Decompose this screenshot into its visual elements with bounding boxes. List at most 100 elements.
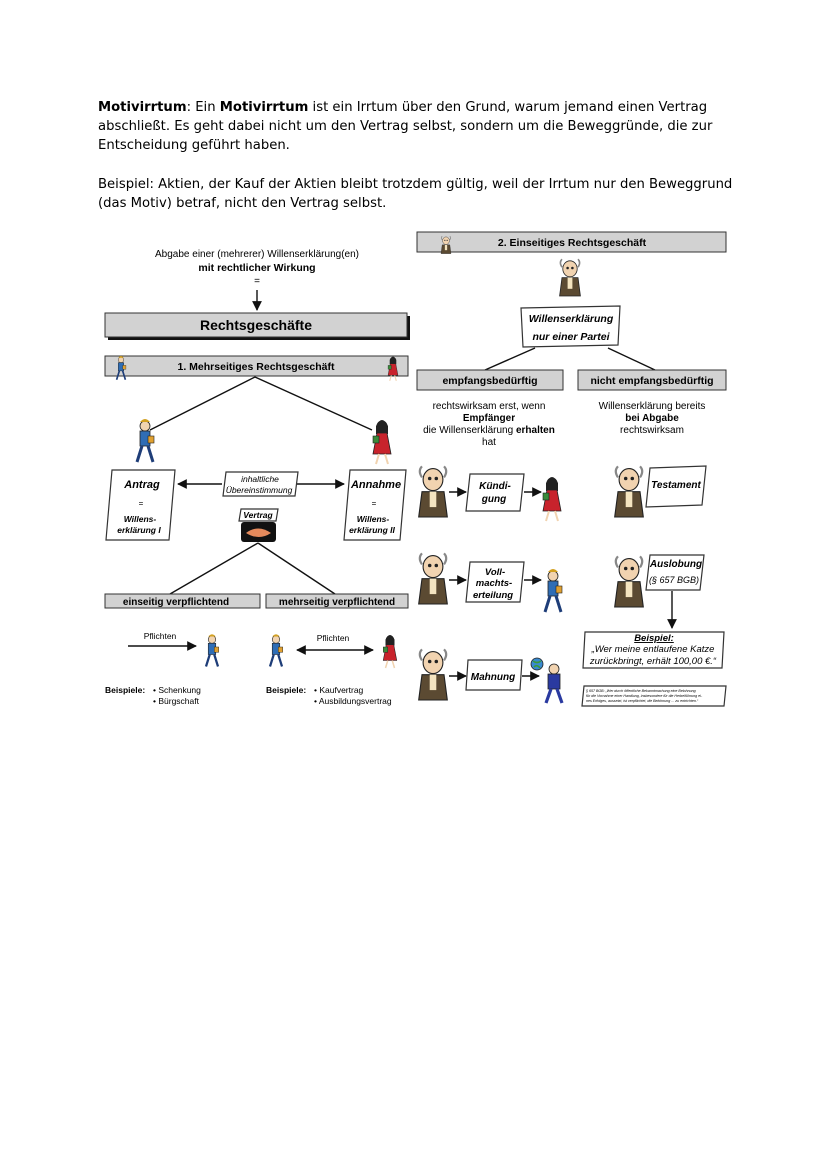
woman-icon [382,634,398,669]
motivirrtum-term: Motivirrtum [98,100,187,115]
beispiel-item: • Kaufvertrag [314,685,364,695]
empf-description: rechtswirksam erst, wenn [433,401,546,412]
nicht-description: rechtswirksam [620,425,684,436]
vollmacht-line-2: machts- [476,578,512,589]
empfangsbeduerftig-label: empfangsbedürftig [442,375,537,387]
man-icon [417,648,449,702]
mehrseitig-section-bar [104,355,409,377]
antrag-line-1: Willens- [124,514,157,524]
businessman-icon [544,663,564,704]
testament-box [645,465,707,508]
walker-icon [135,417,156,464]
auslobung-title: Auslobung [649,559,702,570]
annahme-title: Annahme [350,479,401,491]
beispiel-box [582,631,725,669]
vollmacht-line-3: erteilung [473,590,513,601]
nicht-empfangsbeduerftig-bar [577,369,727,391]
abgabe-text: Abgabe einer (mehrerer) Willenserklärung… [155,249,359,260]
bgb-box [581,685,727,707]
auslobung-box [645,554,705,591]
antrag-title: Antrag [123,479,160,491]
einseitig-label: einseitig verpflichtend [123,597,229,608]
mehrseitig-bar [265,593,409,609]
uebereinstimmung-line-2: Übereinstimmung [226,485,293,495]
uebereinstimmung-box [222,471,299,497]
beispiel-line-2: zurückbringt, erhält 100,00 €.“ [589,656,717,667]
woman-icon [542,476,562,522]
intro-text: : Ein [186,100,220,115]
mehrseitig-label: mehrseitig verpflichtend [279,597,395,608]
kuendigung-line-2: gung [481,494,506,505]
empf-description: die Willenserklärung erhalten [423,425,555,436]
einseitig-section-title: 2. Einseitiges Rechtsgeschäft [498,237,647,249]
woman-icon [372,419,392,465]
nicht-description-bold: bei Abgabe [625,413,679,424]
connector [484,347,536,371]
walker-icon [204,633,220,668]
annahme-line-1: Willens- [357,514,390,524]
antrag-line-2: erklärung I [117,525,161,535]
vollmacht-line-1: Voll- [485,567,505,578]
empfangsbeduerftig-bar [416,369,564,391]
man-icon [417,465,449,519]
beispiel-item: • Bürgschaft [153,696,200,706]
uebereinstimmung-line-1: inhaltliche [241,474,279,484]
bgb-line-1: § 657 BGB: „Wer durch öffentliche Bekann… [585,689,696,693]
willenserklaerung-box [520,305,621,348]
vertrag-label: Vertrag [243,510,273,520]
antrag-equals: = [139,499,144,508]
einseitig-bar [104,593,261,609]
einseitig-section-bar [416,231,727,253]
kuendigung-box [465,473,525,512]
man-icon [613,555,645,609]
equals-sign: = [254,276,260,287]
man-icon [558,258,582,297]
auslobung-paragraph: (§ 657 BGB) [649,575,699,585]
walker-icon [543,567,564,614]
beispiele-label: Beispiele: [266,685,306,695]
globe-icon [530,657,544,671]
man-icon [417,552,449,606]
bgb-line-3: nes Erfolges, aussetzt, ist verpflichtet… [586,699,699,703]
rechtsgeschaefte-bar [104,312,408,338]
nicht-description: Willenserklärung bereits [599,401,706,412]
nicht-empfangsbeduerftig-label: nicht empfangsbedürftig [590,375,713,387]
annahme-line-2: erklärung II [349,525,395,535]
vollmacht-box [465,561,525,603]
willenserklaerung-line-1: Willenserklärung [529,313,614,325]
annahme-box [343,469,407,541]
rechtsgeschaefte-title: Rechtsgeschäfte [200,317,312,333]
beispiel-line-1: „Wer meine entlaufene Katze [591,644,715,655]
connector [254,376,373,431]
abgabe-bold-text: mit rechtlicher Wirkung [198,262,315,274]
connector [607,347,656,371]
vertrag-label-box [238,508,279,522]
empf-description: hat [482,437,496,448]
beispiel-item: • Schenkung [153,685,201,695]
willenserklaerung-line-2: nur einer Partei [532,331,610,343]
beispiele-label: Beispiele: [105,685,145,695]
mehrseitig-section-title: 1. Mehrseitiges Rechtsgeschäft [178,361,335,373]
intro-text: ist ein Irrtum über den Grund, warum jem… [98,100,713,153]
mahnung-label: Mahnung [471,672,515,683]
annahme-equals: = [372,499,377,508]
intro-paragraph-1: Motivirrtum: Ein Motivirrtum ist ein Irr… [98,98,738,155]
antrag-box [105,469,176,541]
mahnung-box [465,659,523,691]
handshake-icon [246,528,271,537]
beispiel-item: • Ausbildungsvertrag [314,696,392,706]
man-icon [613,465,645,519]
intro-paragraph-2: Beispiel: Aktien, der Kauf der Aktien bl… [98,177,733,211]
pflichten-label-2: Pflichten [317,633,350,643]
kuendigung-line-1: Kündi- [479,481,511,492]
connector [169,542,259,595]
bgb-line-2: für die Vornahme einer Handlung, insbeso… [586,694,703,698]
walker-icon [268,633,284,668]
connector [257,542,336,595]
beispiel-title: Beispiel: [634,633,674,644]
globe-icon [532,660,542,669]
motivirrtum-term: Motivirrtum [219,100,309,115]
testament-label: Testament [651,480,701,491]
pflichten-label-1: Pflichten [144,631,177,641]
